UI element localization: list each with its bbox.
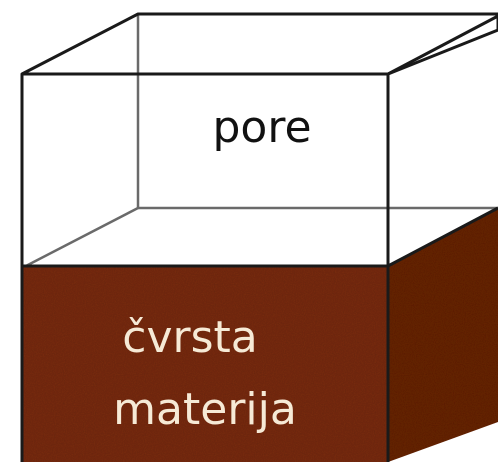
solid-label-line1: čvrsta [122,312,257,363]
solid-label-line2: materija [113,384,297,435]
pore-label: pore [212,102,311,153]
solid-front-face [22,266,388,462]
cube-edges [20,12,498,462]
hidden-edges [21,14,498,270]
solid-side-face [388,208,498,462]
